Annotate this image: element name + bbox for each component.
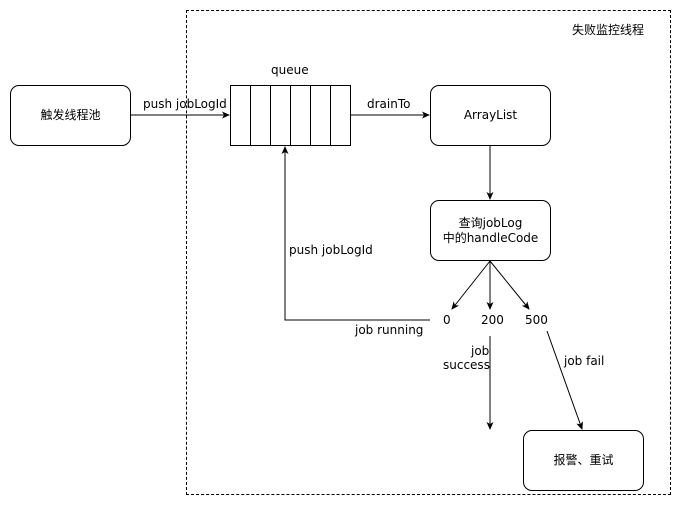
queue-label: queue	[271, 63, 309, 77]
edge-job-fail	[546, 330, 583, 430]
label-push-joblogid-top: push jobLogId	[143, 97, 227, 111]
queue-cell	[291, 86, 311, 145]
label-push-joblogid-back: push jobLogId	[289, 243, 373, 257]
label-job-running: job running	[355, 323, 424, 337]
queue-cell	[311, 86, 331, 145]
trigger-pool-node: 触发线程池	[10, 85, 131, 146]
code-500: 500	[525, 313, 548, 327]
alarm-retry-label: 报警、重试	[553, 453, 614, 467]
monitor-thread-container	[186, 10, 671, 495]
query-handlecode-node: 查询jobLog 中的handleCode	[430, 200, 551, 261]
code-0: 0	[443, 313, 451, 327]
label-job-success-2: success	[443, 358, 490, 372]
edge-query-to-0	[451, 260, 491, 310]
label-drain-to: drainTo	[367, 97, 411, 111]
edge-query-to-500	[489, 260, 530, 310]
label-job-success-1: job	[471, 344, 490, 358]
label-job-fail: job fail	[564, 354, 605, 368]
query-line2: 中的handleCode	[442, 230, 539, 245]
queue-node	[230, 85, 351, 146]
arraylist-node: ArrayList	[430, 85, 551, 146]
trigger-pool-label: 触发线程池	[40, 108, 101, 122]
query-line1: 查询jobLog	[458, 215, 523, 230]
alarm-retry-node: 报警、重试	[523, 430, 644, 491]
queue-cell	[251, 86, 271, 145]
arraylist-label: ArrayList	[463, 108, 518, 122]
queue-cell	[271, 86, 291, 145]
code-200: 200	[481, 313, 504, 327]
queue-cell	[231, 86, 251, 145]
monitor-thread-title: 失败监控线程	[572, 23, 645, 37]
edge-running-back-to-queue	[281, 146, 430, 321]
